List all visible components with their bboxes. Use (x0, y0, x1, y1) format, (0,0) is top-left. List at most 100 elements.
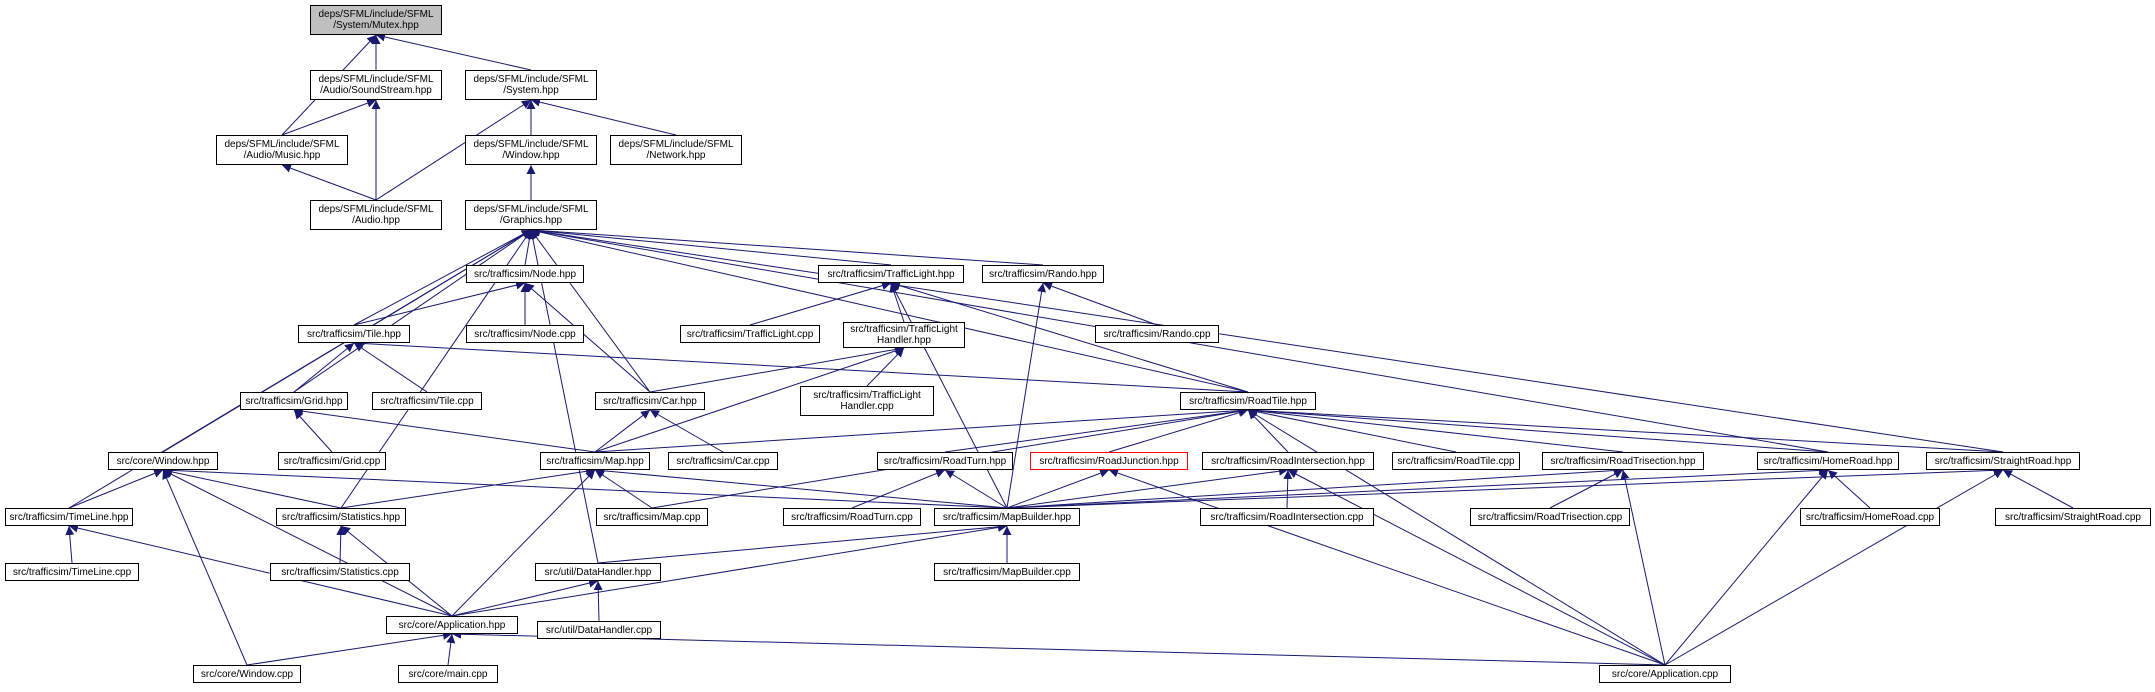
file-node-tlhandlerhpp[interactable]: src/trafficsim/TrafficLight Handler.hpp (843, 322, 965, 348)
file-node-graphics[interactable]: deps/SFML/include/SFML /Graphics.hpp (465, 200, 597, 230)
edge-mapbuilderhpp-to-roadjunctionhpp (1006, 468, 1110, 509)
edge-mapbuilderhpp-to-maphpp (594, 466, 1008, 509)
edge-applicationhpp-to-maphpp (451, 469, 596, 617)
file-node-gridcpp[interactable]: src/trafficsim/Grid.cpp (278, 452, 386, 470)
edge-mapbuilderhpp-to-straightroadhpp (1006, 465, 2004, 509)
edge-tilecpp-to-tilehpp (353, 342, 428, 393)
file-node-tilecpp[interactable]: src/trafficsim/Tile.cpp (372, 392, 482, 410)
edge-roadtrisectioncpp-to-roadtrisectionhpp (1549, 469, 1624, 509)
file-node-roadjunctionhpp[interactable]: src/trafficsim/RoadJunction.hpp (1030, 452, 1188, 470)
edge-homeroadhpp-to-roadtilehpp (1247, 406, 1829, 453)
edge-timelinecpp-to-timelinehpp (65, 525, 75, 564)
edge-timelinehpp-to-windowhpp (68, 469, 164, 509)
edge-randocpp-to-randohpp (1042, 281, 1158, 326)
edge-statisticshpp-to-windowhpp (162, 467, 342, 509)
edge-mapbuilderhpp-to-homeroadhpp (1006, 465, 1829, 509)
edge-roadjunctionhpp-to-roadtilehpp (1108, 408, 1249, 453)
file-node-homeroadcpp[interactable]: src/trafficsim/HomeRoad.cpp (1800, 508, 1940, 526)
edge-datahandlerhpp-to-graphics (528, 229, 599, 564)
edge-applicationhpp-to-windowhpp (162, 469, 453, 617)
file-node-timelinehpp[interactable]: src/trafficsim/TimeLine.hpp (5, 508, 133, 526)
edge-maincpp-to-applicationhpp (446, 633, 456, 666)
edge-music-to-soundstream (281, 98, 377, 136)
edge-mapcpp-to-maphpp (594, 469, 653, 509)
file-node-roadintersectionhpp[interactable]: src/trafficsim/RoadIntersection.hpp (1202, 452, 1374, 470)
file-node-music[interactable]: deps/SFML/include/SFML /Audio/Music.hpp (216, 135, 348, 165)
file-node-mapbuilderhpp[interactable]: src/trafficsim/MapBuilder.hpp (934, 508, 1080, 526)
edge-carhpp-to-tlhandlerhpp (649, 345, 905, 393)
edge-roadtilecpp-to-roadtilehpp (1247, 407, 1457, 453)
file-node-windowhpp[interactable]: src/core/Window.hpp (108, 452, 218, 470)
file-node-roadtrisectionhpp[interactable]: src/trafficsim/RoadTrisection.hpp (1542, 452, 1704, 470)
edge-straightroadcpp-to-straightroadhpp (2002, 469, 2074, 509)
file-node-gridhpp[interactable]: src/trafficsim/Grid.hpp (240, 392, 348, 410)
file-node-statisticscpp[interactable]: src/trafficsim/Statistics.cpp (270, 563, 410, 581)
edge-roadturncpp-to-roadturnhpp (851, 469, 946, 509)
file-node-nodecpp[interactable]: src/trafficsim/Node.cpp (466, 325, 584, 343)
file-node-applicationcpp[interactable]: src/core/Application.cpp (1599, 665, 1731, 683)
edge-carhpp-to-graphics (530, 229, 651, 393)
edge-applicationcpp-to-roadtrisectionhpp (1620, 469, 1666, 666)
file-node-carcpp[interactable]: src/trafficsim/Car.cpp (668, 452, 778, 470)
file-node-nodehpp[interactable]: src/trafficsim/Node.hpp (466, 265, 584, 283)
file-node-windowcpp[interactable]: src/core/Window.cpp (193, 665, 301, 683)
file-node-homeroadhpp[interactable]: src/trafficsim/HomeRoad.hpp (1757, 452, 1899, 470)
file-node-randocpp[interactable]: src/trafficsim/Rando.cpp (1095, 325, 1219, 343)
edge-randohpp-to-graphics (530, 226, 1044, 266)
file-node-applicationhpp[interactable]: src/core/Application.hpp (386, 616, 518, 634)
file-node-trafficlightcpp[interactable]: src/trafficsim/TrafficLight.cpp (680, 325, 820, 343)
file-node-roadtilehpp[interactable]: src/trafficsim/RoadTile.hpp (1180, 392, 1316, 410)
file-node-timelinecpp[interactable]: src/trafficsim/TimeLine.cpp (5, 563, 139, 581)
file-node-roadturnhpp[interactable]: src/trafficsim/RoadTurn.hpp (877, 452, 1013, 470)
edge-roadtilehpp-to-graphics (530, 227, 1249, 393)
edge-straightroadhpp-to-graphics (530, 226, 2004, 453)
edge-windowcpp-to-windowhpp (162, 469, 248, 666)
file-node-mapbuildercpp[interactable]: src/trafficsim/MapBuilder.cpp (934, 563, 1080, 581)
edge-network-to-system (530, 97, 677, 136)
file-node-straightroadcpp[interactable]: src/trafficsim/StraightRoad.cpp (1995, 508, 2151, 526)
file-node-roadturncpp[interactable]: src/trafficsim/RoadTurn.cpp (783, 508, 921, 526)
file-node-roadtrisectioncpp[interactable]: src/trafficsim/RoadTrisection.cpp (1470, 508, 1630, 526)
edge-mapbuilderhpp-to-randohpp (1006, 282, 1047, 509)
edge-roadtrisectionhpp-to-roadtilehpp (1247, 406, 1624, 453)
edge-maphpp-to-tlhandlerhpp (594, 346, 905, 453)
edge-applicationcpp-to-roadtilehpp (1247, 409, 1666, 666)
edge-maphpp-to-gridhpp (293, 406, 596, 453)
edge-gridhpp-to-tilehpp (293, 342, 355, 393)
file-node-mapcpp[interactable]: src/trafficsim/Map.cpp (596, 508, 708, 526)
edge-maphpp-to-roadtilehpp (594, 406, 1249, 453)
file-node-soundstream[interactable]: deps/SFML/include/SFML /Audio/SoundStrea… (310, 70, 442, 100)
file-node-maincpp[interactable]: src/core/main.cpp (398, 665, 498, 683)
file-node-windowsfml[interactable]: deps/SFML/include/SFML /Window.hpp (465, 135, 597, 165)
file-node-roadtilecpp[interactable]: src/trafficsim/RoadTile.cpp (1392, 452, 1520, 470)
edge-datahandlerhpp-to-mapbuilderhpp (597, 522, 1008, 564)
edge-maphpp-to-carhpp (594, 409, 651, 453)
file-node-tlhandlercpp[interactable]: src/trafficsim/TrafficLight Handler.cpp (800, 386, 934, 416)
file-node-straightroadhpp[interactable]: src/trafficsim/StraightRoad.hpp (1926, 452, 2080, 470)
file-node-tilehpp[interactable]: src/trafficsim/Tile.hpp (298, 325, 410, 343)
file-node-datahandlerhpp[interactable]: src/util/DataHandler.hpp (535, 563, 661, 581)
edge-applicationhpp-to-mapbuilderhpp (451, 522, 1008, 617)
edge-roadintersectioncpp-to-roadintersectionhpp (1283, 469, 1293, 509)
file-node-audio[interactable]: deps/SFML/include/SFML /Audio.hpp (310, 200, 442, 230)
file-node-datahandlercpp[interactable]: src/util/DataHandler.cpp (537, 621, 661, 639)
edge-applicationcpp-to-roadintersectionhpp (1287, 469, 1666, 666)
edge-mapbuilderhpp-to-roadtrisectionhpp (1006, 466, 1624, 509)
file-node-maphpp[interactable]: src/trafficsim/Map.hpp (540, 452, 650, 470)
edge-audio-to-music (281, 163, 377, 201)
file-node-roadintersectioncpp[interactable]: src/trafficsim/RoadIntersection.cpp (1200, 508, 1374, 526)
edge-gridcpp-to-gridhpp (293, 409, 333, 453)
edge-tilehpp-to-nodehpp (353, 280, 526, 326)
edge-carhpp-to-nodehpp (524, 282, 651, 393)
file-node-mutex[interactable]: deps/SFML/include/SFML /System/Mutex.hpp (310, 5, 442, 35)
edge-windowcpp-to-applicationhpp (246, 630, 453, 666)
file-node-network[interactable]: deps/SFML/include/SFML /Network.hpp (610, 135, 742, 165)
file-node-trafficlighthpp[interactable]: src/trafficsim/TrafficLight.hpp (818, 265, 964, 283)
file-node-carhpp[interactable]: src/trafficsim/Car.hpp (595, 392, 705, 410)
edge-applicationhpp-to-datahandlerhpp (451, 578, 599, 617)
file-node-statisticshpp[interactable]: src/trafficsim/Statistics.hpp (276, 508, 406, 526)
edge-straightroadhpp-to-roadtilehpp (1247, 406, 2004, 453)
file-node-randohpp[interactable]: src/trafficsim/Rando.hpp (982, 265, 1104, 283)
file-node-system[interactable]: deps/SFML/include/SFML /System.hpp (465, 70, 597, 100)
edge-applicationhpp-to-timelinehpp (68, 523, 453, 617)
